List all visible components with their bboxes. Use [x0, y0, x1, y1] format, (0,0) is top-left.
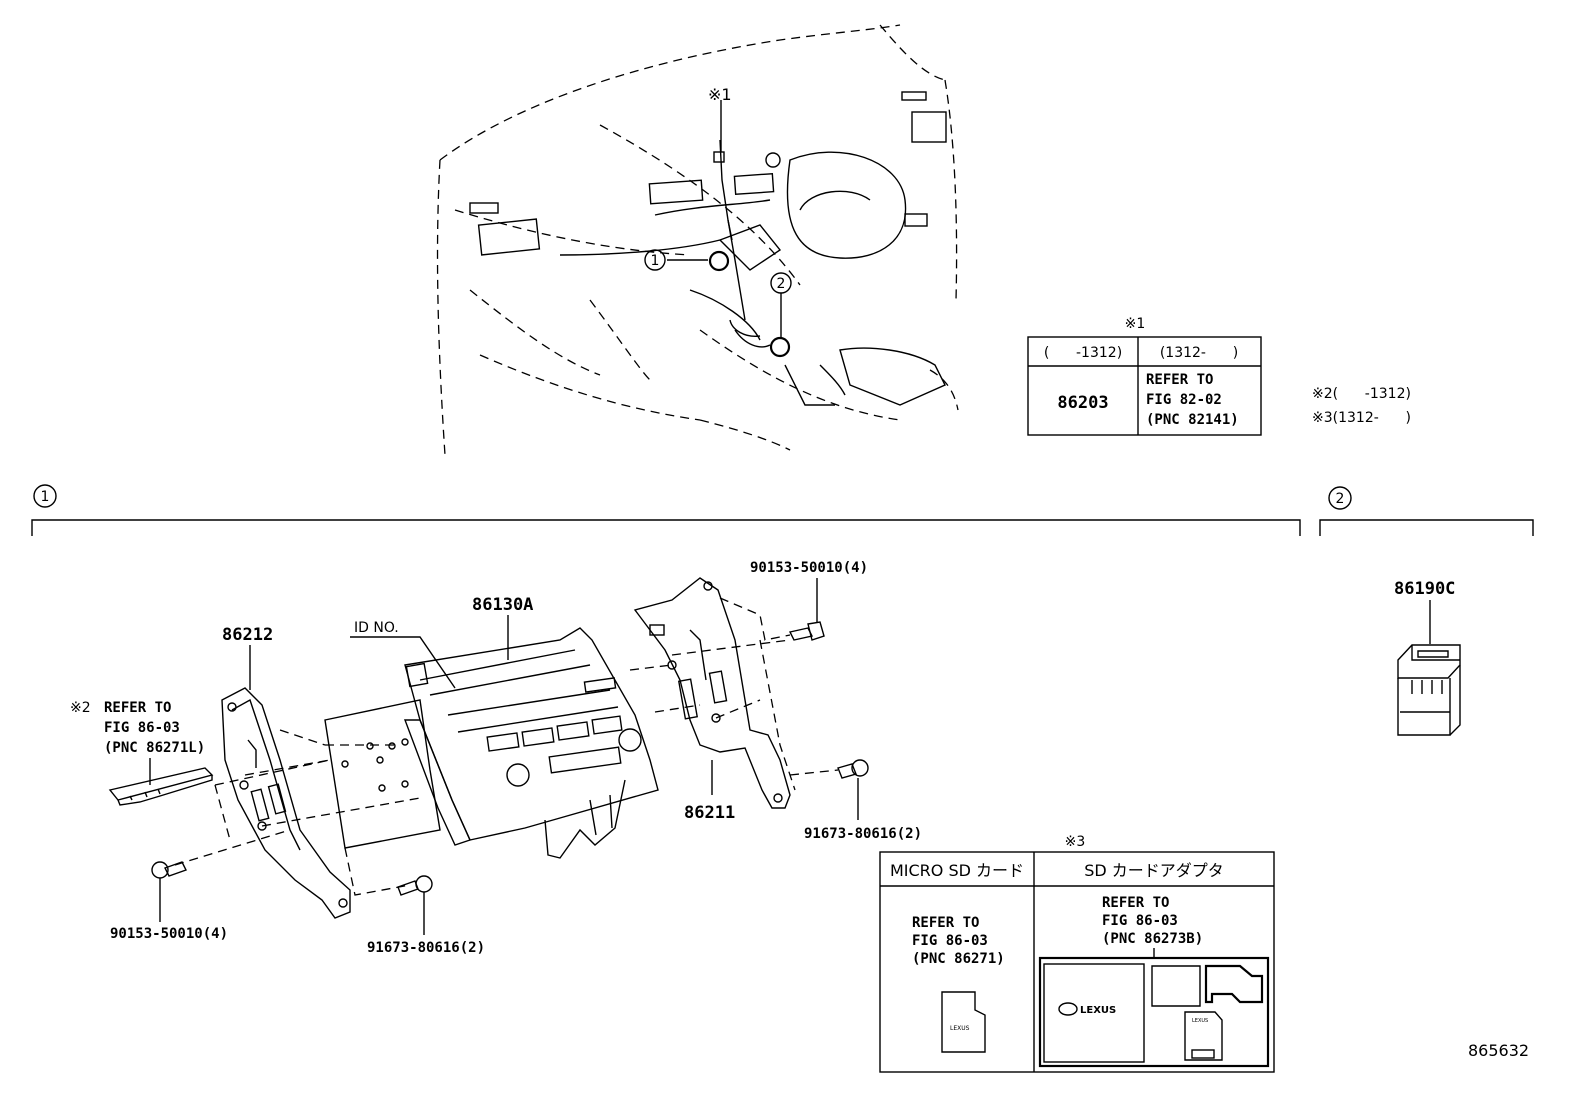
note-1-refer-line3: (PNC 82141)	[1146, 412, 1239, 428]
note-1-mark: ※1	[708, 85, 732, 104]
screw-bottom-left-illustration	[151, 861, 187, 922]
refer-note-2-mark: ※2	[70, 700, 91, 716]
micro-sd-header: MICRO SD カード	[890, 861, 1024, 880]
date-note-2: ※2( -1312)	[1312, 386, 1411, 402]
refer-note-2-line3: (PNC 86271L)	[104, 740, 205, 756]
note-3-table: ※3 MICRO SD カード SD カードアダプタ REFER TO FIG …	[879, 834, 1275, 1073]
screw-top-right-illustration	[788, 578, 825, 641]
id-no-leader	[350, 636, 456, 689]
section-1-bracket	[31, 519, 1301, 536]
callout-1-marker	[644, 249, 666, 271]
part-label-86212: 86212	[222, 625, 273, 645]
id-no-label: ID NO.	[354, 620, 399, 636]
section-1-marker	[33, 484, 57, 508]
refer-note-2-line1: REFER TO	[104, 700, 171, 716]
left-bracket-illustration	[221, 687, 351, 919]
screw-label-bottom-center: 91673-80616(2)	[367, 940, 485, 956]
section-1-number: 1	[41, 489, 50, 505]
refer-note-2-line2: FIG 86-03	[104, 720, 180, 736]
usb-port-illustration	[1397, 644, 1461, 736]
note-1-table-caption: ※1	[1125, 316, 1146, 332]
section-2-marker	[1328, 486, 1352, 510]
sd-adapter-illustration: LEXUS	[1151, 964, 1264, 1061]
sd-adapter-refer-line2: FIG 86-03	[1102, 913, 1178, 929]
micro-sd-card-illustration: LEXUS	[941, 991, 986, 1053]
sd-adapter-brand-text: LEXUS	[1192, 1018, 1208, 1024]
section-2-bracket	[1319, 519, 1534, 536]
card-slot-cover-illustration	[108, 767, 214, 806]
note-1-table: ※1 ( -1312) (1312- ) 86203 REFER TO FIG …	[1027, 316, 1262, 436]
sd-package-frame	[1038, 956, 1270, 1068]
callout-2-marker	[770, 272, 792, 294]
micro-sd-refer-line3: (PNC 86271)	[912, 951, 1005, 967]
screw-bottom-center-illustration	[397, 875, 433, 935]
assembly-dashed-lines	[174, 597, 839, 896]
right-bracket-illustration	[633, 577, 791, 809]
note-1-refer-line1: REFER TO	[1146, 372, 1213, 388]
screw-label-right: 91673-80616(2)	[804, 826, 922, 842]
part-label-86211: 86211	[684, 803, 735, 823]
sd-adapter-refer-line3: (PNC 86273B)	[1102, 931, 1203, 947]
note-1-part-number: 86203	[1057, 393, 1108, 413]
sd-adapter-header: SD カードアダプタ	[1084, 861, 1224, 880]
screw-right-illustration	[837, 759, 869, 820]
micro-sd-refer-line2: FIG 86-03	[912, 933, 988, 949]
sd-adapter-refer-line1: REFER TO	[1102, 895, 1169, 911]
note-1-col1-header: ( -1312)	[1044, 345, 1122, 361]
note-1-refer-line2: FIG 82-02	[1146, 392, 1222, 408]
lexus-brand-text: LEXUS	[1080, 1005, 1116, 1016]
note-3-table-caption: ※3	[1065, 834, 1086, 850]
section-2-number: 2	[1336, 491, 1345, 507]
figure-number: 865632	[1468, 1041, 1529, 1060]
micro-sd-refer-line1: REFER TO	[912, 915, 979, 931]
screw-label-top-right: 90153-50010(4)	[750, 560, 868, 576]
audio-unit-illustration	[324, 627, 659, 859]
callout-2-number: 2	[777, 276, 786, 292]
dashboard-overview-illustration	[436, 24, 959, 456]
lexus-logo-icon: LEXUS	[1058, 1002, 1116, 1016]
sd-package-cover	[1043, 963, 1145, 1063]
part-label-86130a: 86130A	[472, 595, 533, 615]
note-1-col2-header: (1312- )	[1160, 345, 1238, 361]
micro-sd-brand-text: LEXUS	[950, 1025, 970, 1032]
part-label-86190c: 86190C	[1394, 579, 1455, 599]
date-note-3: ※3(1312- )	[1312, 410, 1411, 426]
screw-label-bottom-left: 90153-50010(4)	[110, 926, 228, 942]
callout-1-number: 1	[651, 253, 660, 269]
